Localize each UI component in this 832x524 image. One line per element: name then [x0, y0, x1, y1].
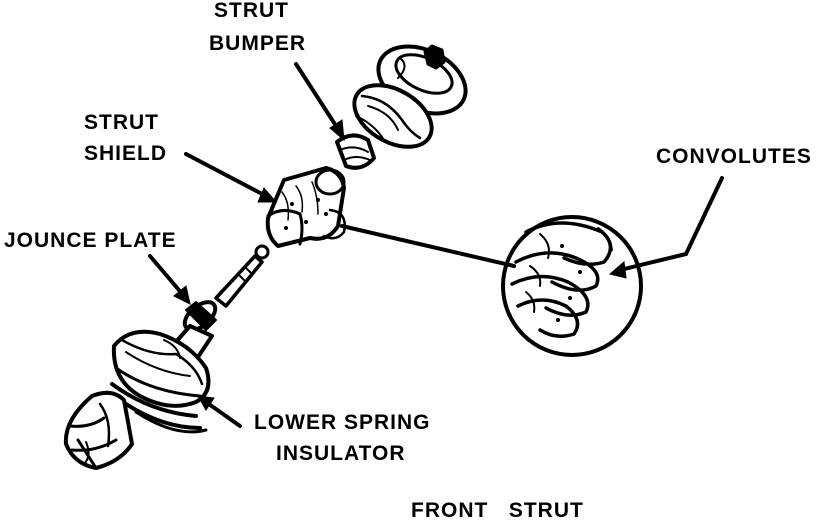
convolutes-arrow — [608, 176, 724, 279]
label-convolutes: CONVOLUTES — [656, 145, 812, 168]
lower-spring-arrow — [197, 395, 242, 428]
strut-shield-part — [265, 166, 346, 248]
label-strut-bumper-line2: BUMPER — [209, 32, 307, 55]
label-lower-spring-line1: LOWER SPRING — [254, 411, 431, 434]
jounce-plate-arrow — [148, 254, 191, 305]
label-strut-bumper-line1: STRUT — [214, 0, 289, 22]
strut-bumper-part — [335, 133, 376, 170]
lower-spring-seat — [110, 329, 211, 434]
label-strut-shield-line2: SHIELD — [84, 142, 168, 165]
label-strut-shield-line1: STRUT — [84, 111, 159, 134]
caption-front-strut: FRONT STRUT — [411, 499, 584, 522]
convolutes-detail — [501, 215, 643, 357]
magnify-connector — [340, 224, 516, 268]
strut-shield-arrow — [184, 152, 278, 203]
strut-bumper-arrow — [294, 62, 345, 142]
piston-rod — [214, 244, 270, 308]
label-lower-spring-line2: INSULATOR — [276, 442, 406, 465]
knuckle-bracket — [63, 390, 134, 470]
upper-spring-seat — [352, 83, 434, 149]
label-jounce-plate: JOUNCE PLATE — [4, 229, 177, 252]
